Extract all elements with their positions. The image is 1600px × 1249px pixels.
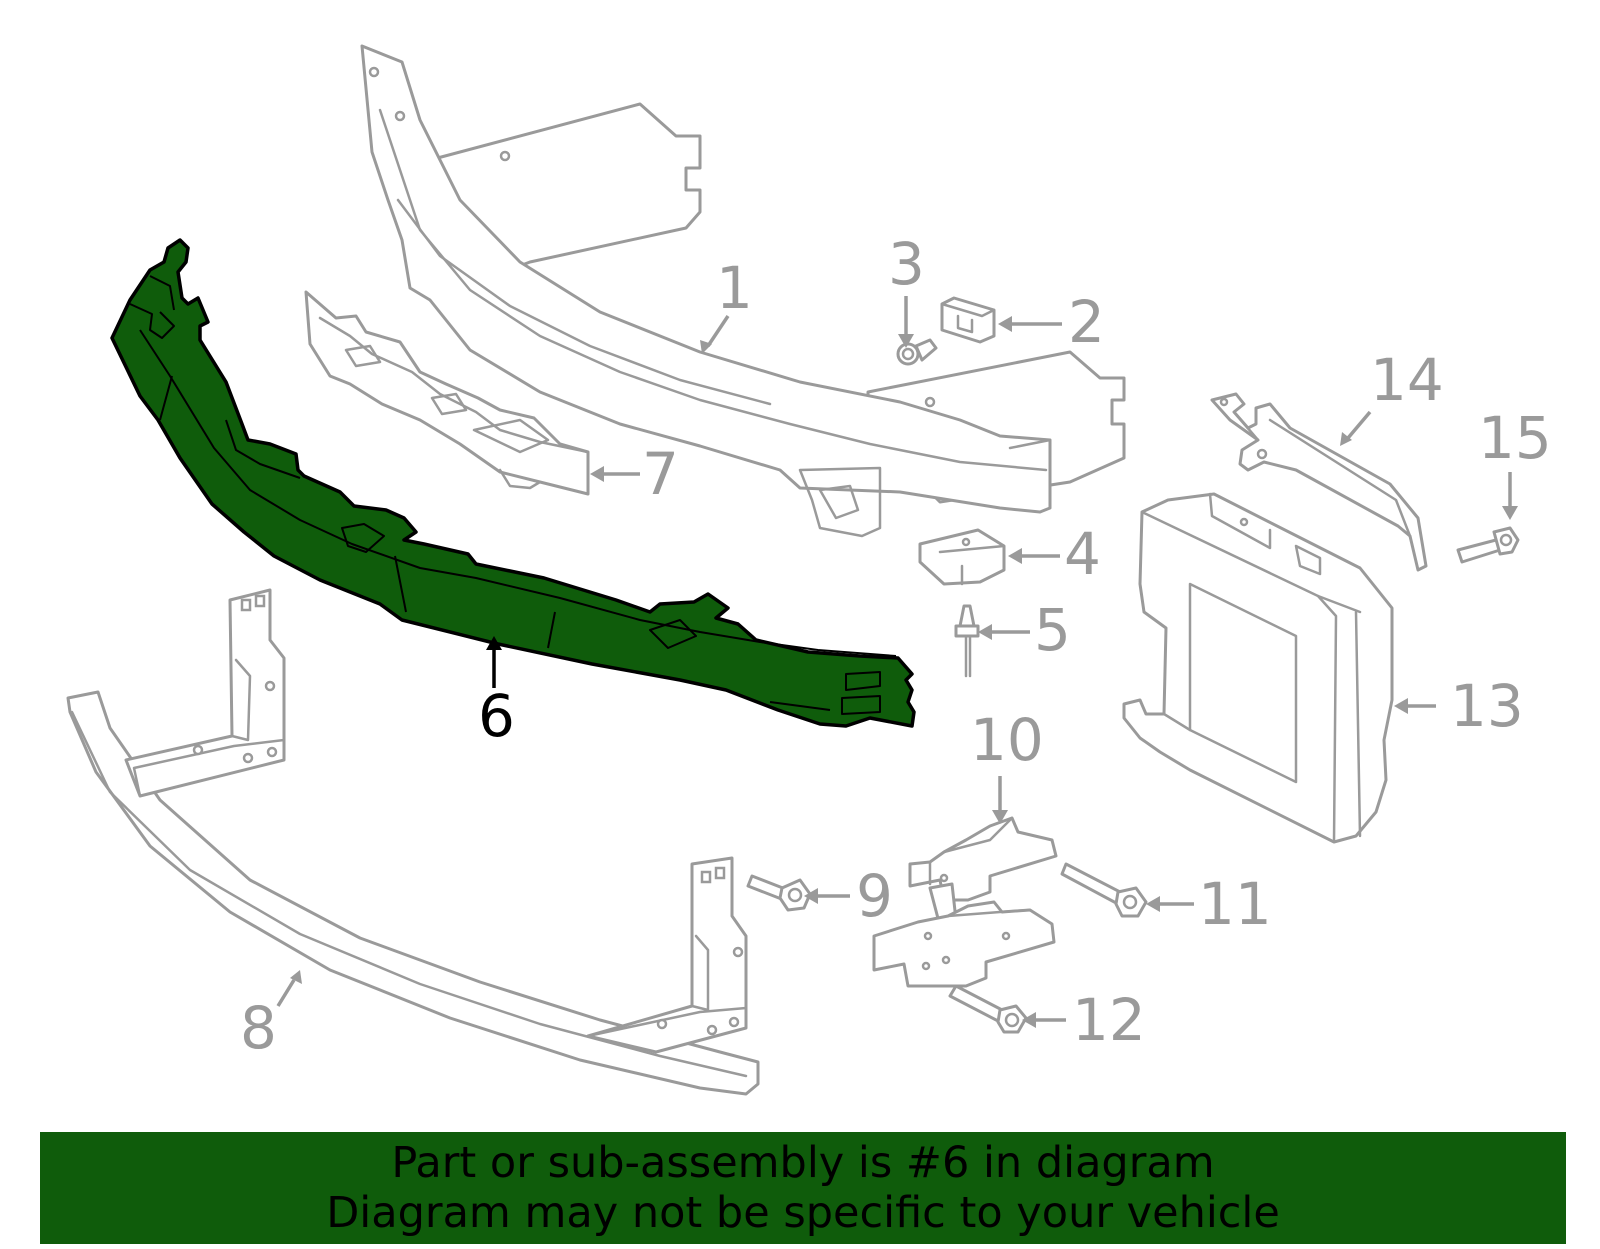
part-14-bracket	[1210, 392, 1428, 572]
callout-13: 13	[1450, 672, 1524, 740]
banner-line-2: Diagram may not be specific to your vehi…	[326, 1188, 1280, 1238]
part-5-rivet	[954, 604, 980, 678]
part-8-lower-support	[66, 588, 760, 1096]
callout-labels: 1 2 3 4 5 6 7 8 9 10 11 12 13 14 15	[240, 230, 1552, 1062]
callout-9: 9	[856, 862, 893, 930]
part-12-bolt	[948, 984, 1028, 1034]
part-1-reinforcement-beam	[360, 44, 1126, 538]
callout-2: 2	[1068, 288, 1105, 356]
info-banner: Part or sub-assembly is #6 in diagram Di…	[40, 1132, 1566, 1244]
part-2-clip	[940, 296, 996, 344]
callout-5: 5	[1034, 596, 1071, 664]
callout-6: 6	[478, 682, 515, 750]
banner-line-1: Part or sub-assembly is #6 in diagram	[391, 1138, 1215, 1188]
part-9-bolt	[746, 874, 812, 912]
leader-lines	[276, 296, 1518, 1028]
callout-15: 15	[1478, 404, 1552, 472]
part-15-bolt	[1456, 526, 1520, 564]
part-7-energy-absorber	[304, 290, 590, 496]
part-6-highlighted-bracket	[110, 238, 916, 728]
parts-diagram: 1 2 3 4 5 6 7 8 9 10 11 12 13 14 15	[66, 44, 1552, 1096]
part-10-mount-bracket	[872, 816, 1058, 988]
callout-14: 14	[1370, 346, 1444, 414]
callout-11: 11	[1198, 870, 1272, 938]
part-11-bolt	[1060, 862, 1148, 918]
callout-1: 1	[716, 254, 753, 322]
callout-10: 10	[970, 706, 1044, 774]
part-13-module	[1122, 492, 1394, 844]
callout-3: 3	[888, 230, 925, 298]
callout-8: 8	[240, 994, 277, 1062]
callout-7: 7	[642, 440, 679, 508]
callout-12: 12	[1072, 986, 1146, 1054]
part-4-pad	[918, 528, 1006, 586]
callout-4: 4	[1064, 520, 1101, 588]
